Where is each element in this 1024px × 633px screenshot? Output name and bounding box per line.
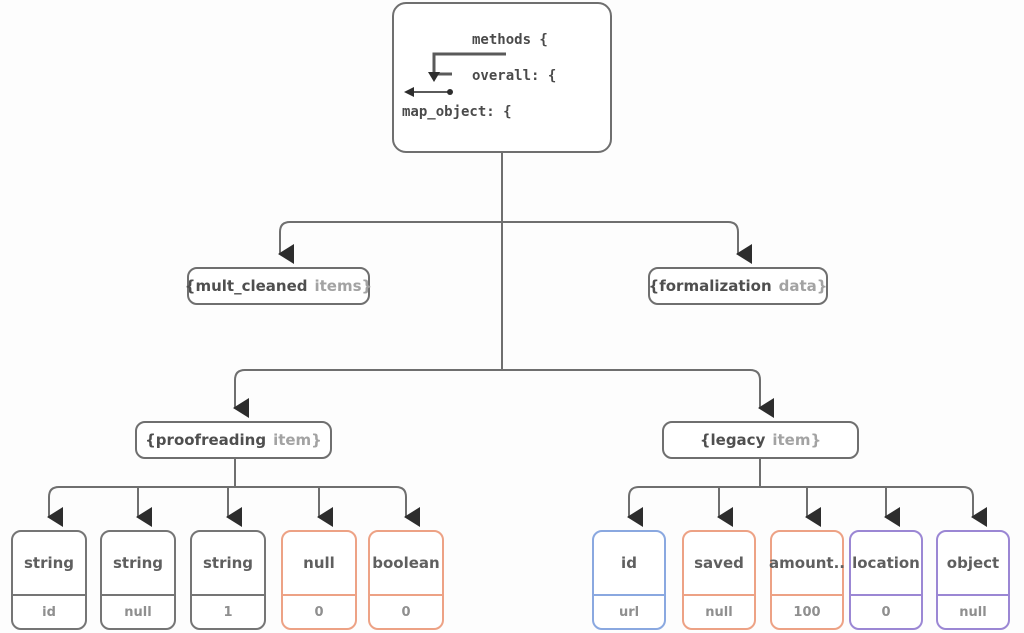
leaf-value: url bbox=[618, 604, 640, 620]
leaf-type: null bbox=[303, 554, 335, 572]
leaf-type: location bbox=[852, 554, 920, 572]
leaf-type: string bbox=[202, 554, 254, 572]
leaf-node: amount.. 100 bbox=[769, 530, 845, 630]
leaf-node: string 1 bbox=[190, 530, 266, 630]
leaf-node: location 0 bbox=[849, 530, 923, 630]
level3-node-left: {proofreading item} bbox=[135, 421, 332, 459]
node-label: {mult_cleaned bbox=[184, 277, 308, 295]
leaf-type: saved bbox=[694, 554, 744, 572]
leaf-value: id bbox=[42, 604, 56, 620]
leaf-divider bbox=[102, 594, 174, 596]
root-code-line-2: overall: { bbox=[472, 68, 557, 84]
leaf-divider bbox=[684, 594, 754, 596]
root-code-line-3: map_object: { bbox=[402, 104, 512, 120]
leaf-divider bbox=[851, 594, 921, 596]
leaf-value: 100 bbox=[793, 604, 821, 620]
node-sublabel: items} bbox=[314, 277, 373, 295]
leaf-node: boolean 0 bbox=[368, 530, 444, 630]
leaf-divider bbox=[370, 594, 442, 596]
level2-node-left: {mult_cleaned items} bbox=[184, 267, 373, 305]
level2-node-right: {formalization data} bbox=[648, 267, 828, 305]
node-sublabel: item} bbox=[273, 431, 322, 449]
leaf-value: null bbox=[124, 604, 152, 620]
node-label: {proofreading bbox=[145, 431, 267, 449]
root-code-line-1: methods { bbox=[472, 32, 548, 48]
leaf-value: 0 bbox=[314, 604, 324, 620]
leaf-node: id url bbox=[592, 530, 666, 630]
leaf-node: string id bbox=[11, 530, 87, 630]
leaf-divider bbox=[938, 594, 1008, 596]
leaf-node: string null bbox=[100, 530, 176, 630]
leaf-type: string bbox=[112, 554, 164, 572]
leaf-value: 0 bbox=[881, 604, 891, 620]
leaf-divider bbox=[13, 594, 85, 596]
leaf-type: boolean bbox=[372, 554, 440, 572]
node-label: {legacy bbox=[699, 431, 766, 449]
leaf-value: null bbox=[959, 604, 987, 620]
leaf-value: null bbox=[705, 604, 733, 620]
nesting-arrows-icon bbox=[404, 52, 506, 97]
leaf-divider bbox=[192, 594, 264, 596]
leaf-type: object bbox=[946, 554, 1000, 572]
leaf-type: amount.. bbox=[769, 554, 845, 572]
leaf-type: id bbox=[621, 554, 637, 572]
leaf-divider bbox=[283, 594, 355, 596]
leaf-node: null 0 bbox=[281, 530, 357, 630]
leaf-divider bbox=[772, 594, 842, 596]
leaf-node: object null bbox=[936, 530, 1010, 630]
leaf-value: 0 bbox=[401, 604, 411, 620]
node-sublabel: item} bbox=[772, 431, 822, 449]
leaf-value: 1 bbox=[223, 604, 233, 620]
root-node: methods { overall: { map_object: { bbox=[392, 2, 612, 153]
node-label: {formalization bbox=[648, 277, 772, 295]
node-sublabel: data} bbox=[778, 277, 828, 295]
leaf-type: string bbox=[23, 554, 75, 572]
leaf-node: saved null bbox=[682, 530, 756, 630]
level3-node-right: {legacy item} bbox=[662, 421, 859, 459]
leaf-divider bbox=[594, 594, 664, 596]
